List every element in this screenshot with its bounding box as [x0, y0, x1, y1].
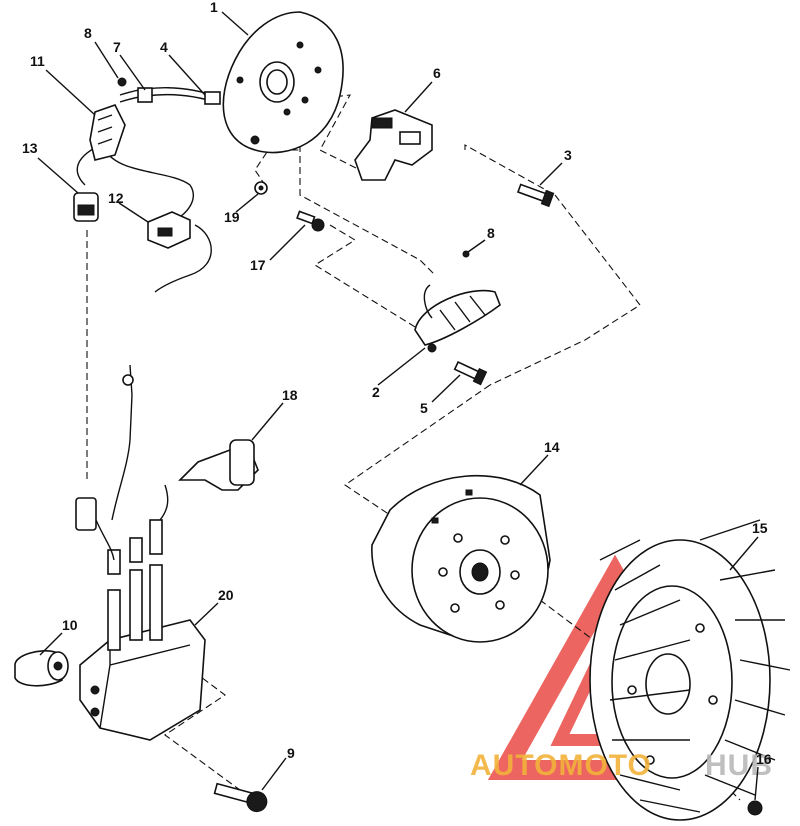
assembly-lines: [86, 94, 741, 801]
callout-5: 5: [420, 400, 428, 416]
rubber-cap: [14, 650, 69, 687]
watermark-word-hub: HUB: [705, 749, 773, 782]
callout-8a: 8: [84, 25, 92, 41]
screw-16: [747, 800, 763, 816]
screw-17: [296, 210, 325, 232]
callout-8b: 8: [487, 225, 495, 241]
callout-2: 2: [372, 384, 380, 400]
bolt-9: [213, 782, 268, 813]
callout-13: 13: [22, 140, 38, 156]
lead-wires: [75, 364, 134, 561]
stator-plate: [222, 11, 344, 154]
callout-15: 15: [752, 520, 768, 536]
spark-plug-cap: [159, 439, 259, 521]
bracket: [354, 109, 433, 181]
watermark-word-automoto: AUTOMOTO: [470, 749, 652, 782]
screw-8-upper: [117, 77, 127, 87]
wiring-harness: [76, 87, 221, 293]
callout-20: 20: [218, 587, 234, 603]
callout-1: 1: [210, 0, 218, 15]
callout-12: 12: [108, 190, 124, 206]
callout-16: 16: [756, 751, 772, 767]
flywheel: [371, 474, 551, 643]
callout-17: 17: [250, 257, 266, 273]
pulser-coil: [414, 284, 501, 353]
screw-8-lower: [462, 250, 470, 258]
callout-19: 19: [224, 209, 240, 225]
rectifier-12: [147, 211, 191, 249]
callout-7: 7: [113, 39, 121, 55]
callout-9: 9: [287, 745, 295, 761]
connector-13: [73, 192, 99, 222]
watermark-text: AUTOMOTO HUB: [470, 749, 773, 782]
callout-11: 11: [30, 53, 45, 69]
ignition-coil: [79, 519, 206, 741]
regulator-11: [89, 104, 126, 161]
callout-10: 10: [62, 617, 78, 633]
cooling-fan: [589, 519, 791, 821]
callout-14: 14: [544, 439, 560, 455]
callout-6: 6: [433, 65, 441, 81]
washer-19: [254, 181, 268, 195]
callout-3: 3: [564, 147, 572, 163]
bolt-3: [516, 183, 555, 208]
callout-labels: 1 2 3 4 5 6 7 8 8 9 10 11 12 13 14 15 16…: [22, 0, 772, 767]
callout-18: 18: [282, 387, 298, 403]
bolt-5: [453, 360, 488, 386]
callout-4: 4: [160, 39, 168, 55]
leader-lines: [37, 11, 759, 801]
